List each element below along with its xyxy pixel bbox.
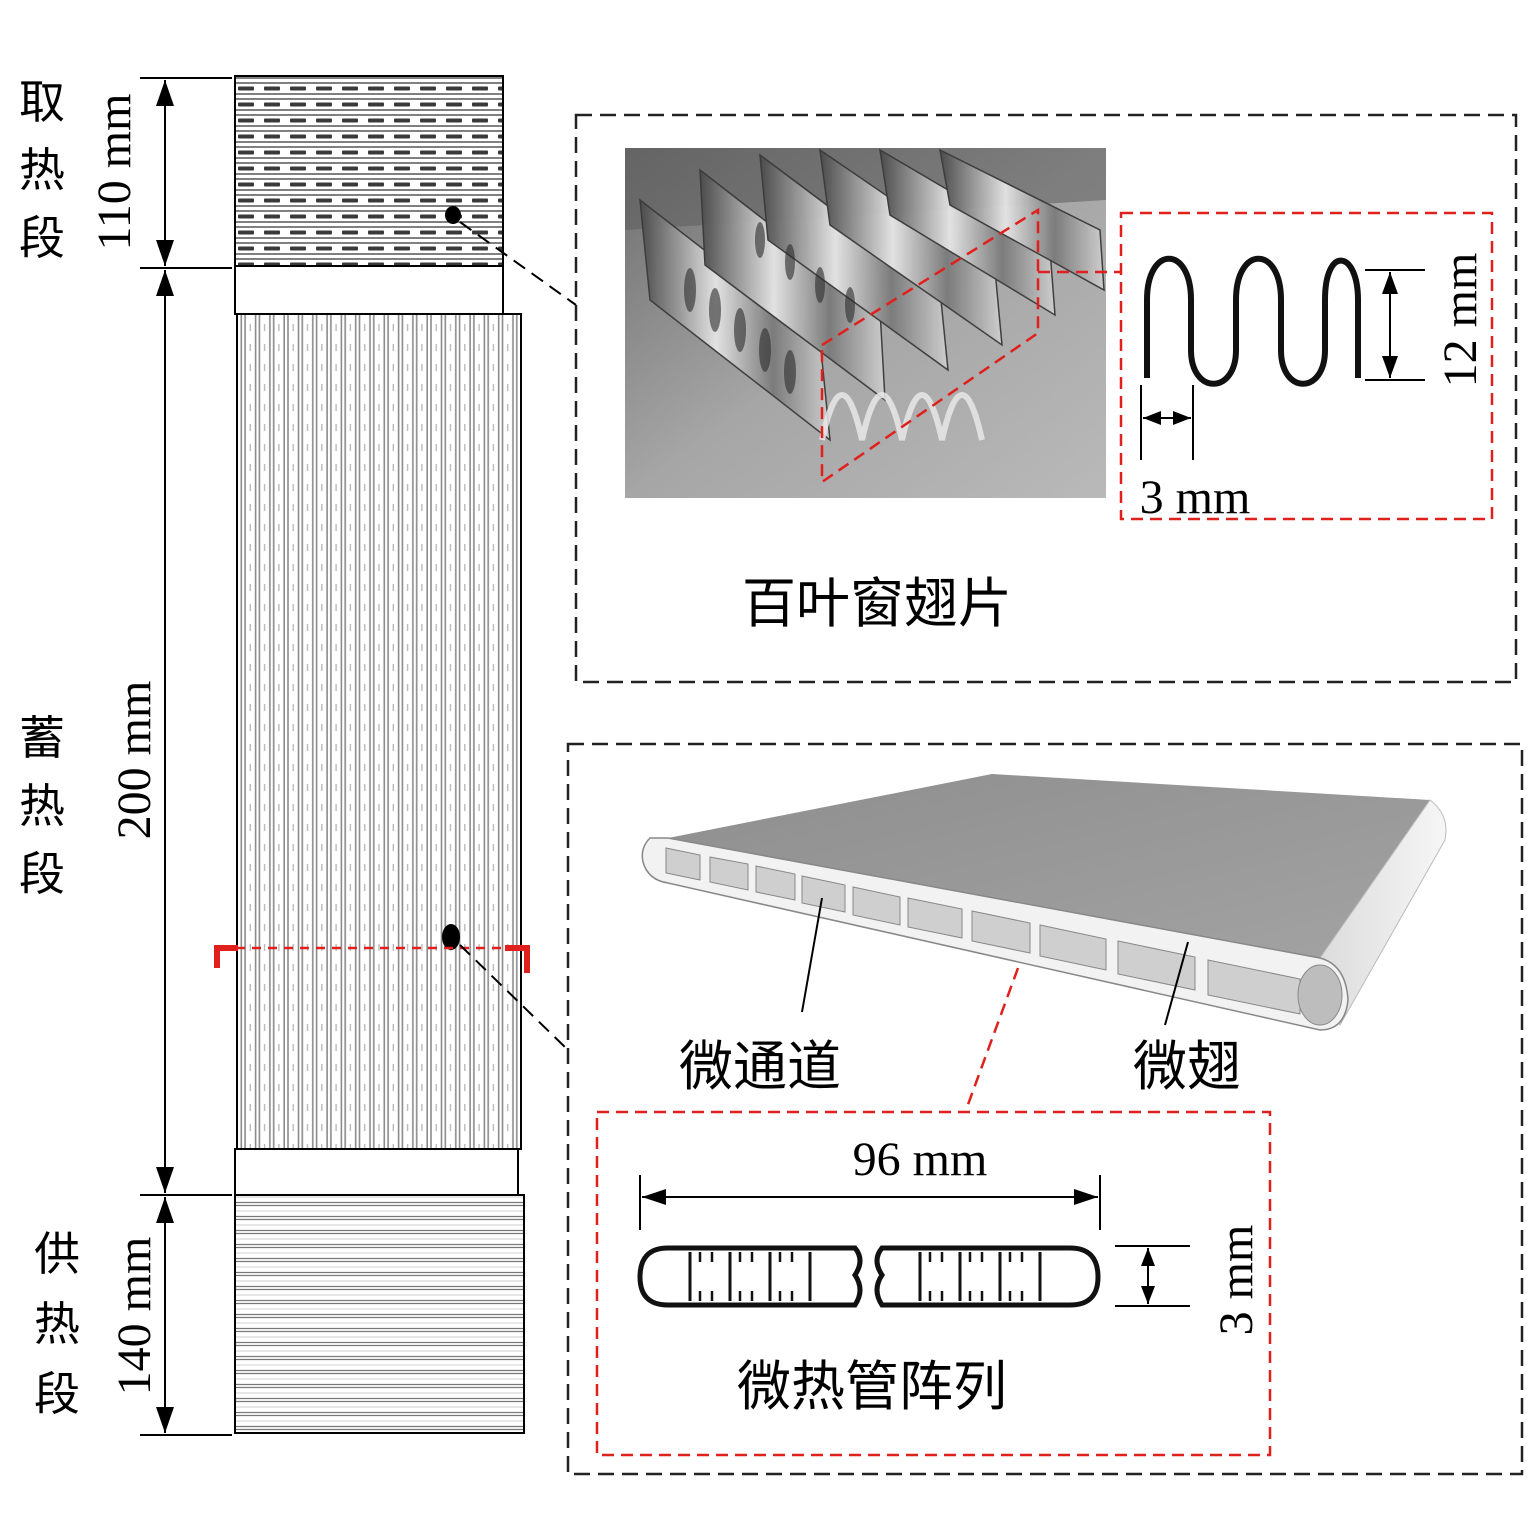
array-cross-section: [637, 1245, 1101, 1308]
micro-channel-label: 微通道: [679, 1035, 841, 1098]
heat-extraction-section: [234, 75, 504, 267]
section-cut-mark-right: [505, 945, 530, 973]
fin-height-label: 12 mm: [1434, 253, 1487, 388]
louver-fin-highlight: [820, 207, 1040, 485]
array-thickness-dimension: [1115, 1245, 1190, 1307]
heat-pipe-marker: [442, 924, 460, 950]
micro-channel-plate: [641, 774, 1447, 1031]
fin-profile-wave: [1144, 255, 1361, 387]
dimension-lines: [140, 77, 232, 1436]
heat-supply-label-2: 热: [34, 1297, 80, 1351]
heat-extraction-dimension: 110 mm: [88, 94, 141, 251]
heat-extraction-label-3: 段: [19, 211, 65, 265]
micro-heat-pipe-panel-border: [566, 742, 1524, 1476]
fin-pitch-dimension: [1140, 385, 1194, 460]
channel-leader-line: [801, 897, 823, 1013]
transition-band-top: [234, 265, 504, 315]
array-width-dimension: [639, 1175, 1101, 1230]
heat-storage-label-3: 段: [19, 847, 65, 901]
heat-storage-label-1: 蓄: [19, 711, 65, 765]
fin-height-dimension: [1365, 269, 1425, 381]
fin-profile-inset: [1119, 211, 1494, 521]
section-cut-mark-left: [214, 945, 238, 968]
louver-fin-panel: 12 mm 3 mm 百叶窗翅片: [574, 113, 1518, 684]
leader-line-louver: [459, 221, 577, 306]
array-connector: [964, 967, 1020, 1111]
heat-supply-section: [234, 1194, 525, 1434]
heat-storage-dimension: 200 mm: [108, 681, 161, 840]
heat-extraction-label-1: 取: [19, 75, 65, 129]
array-caption: 微热管阵列: [737, 1355, 1007, 1418]
heat-supply-label-1: 供: [34, 1227, 80, 1281]
heat-storage-section: [236, 313, 522, 1150]
fin-leader-line: [1164, 941, 1189, 1026]
micro-heat-pipe-panel: 微通道 微翅 96 mm: [566, 742, 1524, 1476]
array-inset: [595, 1110, 1272, 1457]
leader-line-heat-pipe: [459, 944, 569, 1051]
louver-fin-caption: 百叶窗翅片: [742, 572, 1012, 635]
micro-fin-label: 微翅: [1133, 1035, 1241, 1098]
fin-pitch-label: 3 mm: [1140, 471, 1251, 524]
louver-fin-photo: [625, 148, 1106, 498]
louver-fin-marker: [445, 206, 461, 224]
array-width-label: 96 mm: [853, 1133, 988, 1186]
device-column: [214, 75, 530, 1434]
array-thickness-label: 3 mm: [1210, 1225, 1263, 1336]
transition-band-bottom: [234, 1148, 519, 1196]
heat-supply-label-3: 段: [34, 1367, 80, 1421]
louver-fin-panel-border: [574, 113, 1518, 684]
heat-extraction-label-2: 热: [19, 143, 65, 197]
heat-supply-dimension: 140 mm: [108, 1237, 161, 1396]
heat-storage-label-2: 热: [19, 779, 65, 833]
